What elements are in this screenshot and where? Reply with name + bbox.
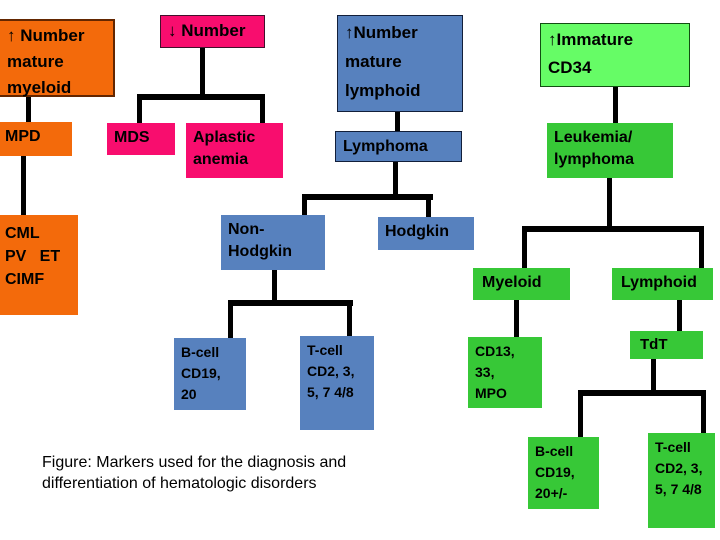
node-label: ↑Number mature lymphoid bbox=[345, 23, 421, 100]
connector-line bbox=[514, 300, 519, 338]
node-tdt: TdT bbox=[630, 331, 703, 359]
node-cd13-33-mpo: CD13, 33, MPO bbox=[468, 337, 542, 408]
connector-line bbox=[260, 98, 265, 124]
connector-line bbox=[701, 393, 706, 434]
node-label: CD13, 33, MPO bbox=[475, 343, 515, 401]
node-label: Hodgkin bbox=[385, 223, 449, 240]
connector-line bbox=[347, 303, 352, 337]
node-label: Leukemia/ lymphoma bbox=[554, 129, 635, 168]
node-mpd: MPD bbox=[0, 122, 72, 156]
figure-caption: Figure: Markers used for the diagnosis a… bbox=[42, 452, 346, 494]
connector-line bbox=[393, 162, 398, 199]
node-label: Aplastic anemia bbox=[193, 129, 256, 168]
node-number-decreased: ↓ Number bbox=[160, 15, 265, 48]
connector-line bbox=[302, 197, 307, 216]
node-number-mature-lymphoid: ↑Number mature lymphoid bbox=[337, 15, 463, 112]
connector-line bbox=[272, 270, 277, 304]
node-t-cell-cd2-3-5-7-acute: T-cell CD2, 3, 5, 7 4/8 bbox=[648, 433, 715, 528]
node-label: Myeloid bbox=[482, 274, 542, 291]
connector-line bbox=[522, 229, 527, 269]
connector-line bbox=[699, 229, 704, 269]
node-label: ↑Immature CD34 bbox=[548, 30, 634, 77]
node-immature-cd34: ↑Immature CD34 bbox=[540, 23, 690, 87]
node-label: ↑ Number mature myeloid bbox=[7, 26, 85, 97]
node-t-cell-cd2-3-5-7: T-cell CD2, 3, 5, 7 4/8 bbox=[300, 336, 374, 430]
node-mds: MDS bbox=[107, 123, 175, 155]
node-label: CML PV ET CIMF bbox=[5, 225, 61, 288]
node-b-cell-cd19-20-plusminus: B-cell CD19, 20+/- bbox=[528, 437, 599, 509]
node-label: T-cell CD2, 3, 5, 7 4/8 bbox=[655, 439, 703, 497]
node-lymphoma: Lymphoma bbox=[335, 131, 462, 162]
node-label: MPD bbox=[5, 128, 41, 145]
node-number-mature-myeloid: ↑ Number mature myeloid bbox=[0, 19, 115, 97]
node-myeloid: Myeloid bbox=[473, 268, 570, 300]
node-lymphoid: Lymphoid bbox=[612, 268, 713, 300]
node-label: B-cell CD19, 20 bbox=[181, 344, 221, 402]
connector-line bbox=[228, 303, 233, 339]
connector-line bbox=[607, 178, 612, 231]
node-label: B-cell CD19, 20+/- bbox=[535, 443, 575, 501]
node-non-hodgkin: Non- Hodgkin bbox=[221, 215, 325, 270]
connector-line bbox=[613, 87, 618, 124]
connector-line bbox=[200, 47, 205, 97]
connector-line bbox=[578, 390, 706, 396]
node-label: Non- Hodgkin bbox=[228, 221, 292, 260]
connector-line bbox=[578, 393, 583, 438]
figure-caption-line2: differentiation of hematologic disorders bbox=[42, 475, 317, 492]
node-leukemia-lymphoma: Leukemia/ lymphoma bbox=[547, 123, 673, 178]
node-label: ↓ Number bbox=[168, 21, 246, 40]
node-label: TdT bbox=[640, 336, 668, 353]
connector-line bbox=[426, 197, 431, 218]
connector-line bbox=[395, 112, 400, 132]
connector-line bbox=[21, 156, 26, 216]
node-cml-pv-et-cimf: CML PV ET CIMF bbox=[0, 215, 78, 315]
node-b-cell-cd19-20: B-cell CD19, 20 bbox=[174, 338, 246, 410]
connector-line bbox=[228, 300, 353, 306]
node-label: T-cell CD2, 3, 5, 7 4/8 bbox=[307, 342, 355, 400]
node-aplastic-anemia: Aplastic anemia bbox=[186, 123, 283, 178]
connector-line bbox=[137, 98, 142, 124]
figure-caption-line1: Figure: Markers used for the diagnosis a… bbox=[42, 454, 347, 471]
node-hodgkin: Hodgkin bbox=[378, 217, 474, 250]
connector-line bbox=[26, 96, 31, 123]
node-label: MDS bbox=[114, 129, 150, 146]
connector-line bbox=[651, 359, 656, 394]
connector-line bbox=[677, 300, 682, 332]
node-label: Lymphoma bbox=[343, 138, 428, 155]
connector-line bbox=[522, 226, 704, 232]
node-label: Lymphoid bbox=[621, 274, 697, 291]
connector-line bbox=[302, 194, 433, 200]
connector-line bbox=[137, 94, 265, 100]
